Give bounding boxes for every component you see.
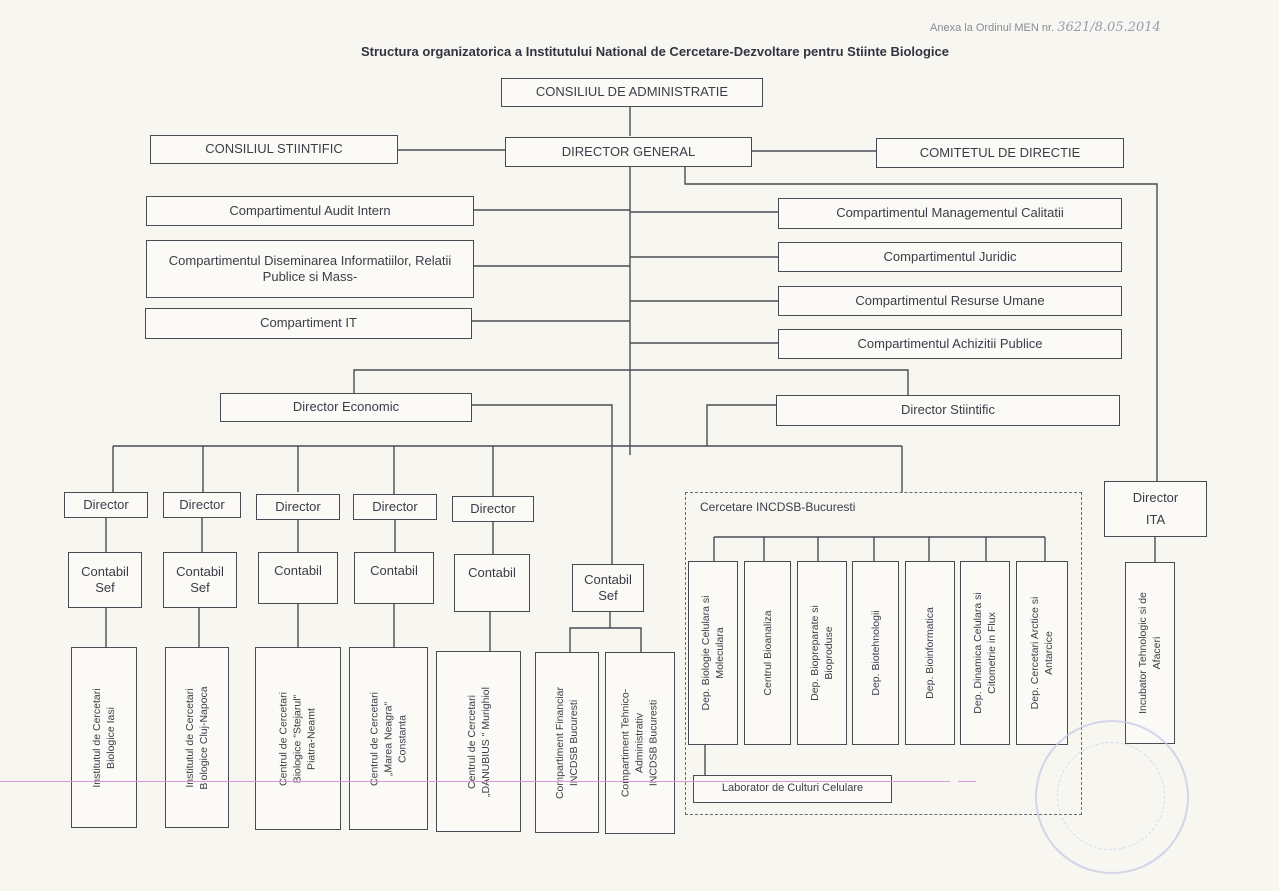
page-title: Structura organizatorica a Institutului …: [361, 44, 949, 59]
ita-director-unit: ITA: [1145, 512, 1166, 527]
branch-director-cluj: Director: [163, 492, 241, 518]
steering-committee: COMITETUL DE DIRECTIE: [876, 138, 1124, 168]
dept-it: Compartiment IT: [145, 308, 472, 339]
accountant-piatra-neamt: Contabil: [258, 552, 338, 604]
scientific-director: Director Stiintific: [776, 395, 1120, 426]
accountant-murighiol: Contabil: [454, 554, 530, 612]
director-general: DIRECTOR GENERAL: [505, 137, 752, 167]
unit-bucharest-technical: Compartiment Tehnico- Administrativ INCD…: [605, 652, 675, 834]
unit-cluj-label: Institutul de Cercetari Biologice Cluj-N…: [183, 685, 210, 790]
unit-incubator: Incubator Tehnologic si de Afaceri: [1125, 562, 1175, 744]
accountant-constanta: Contabil: [354, 552, 434, 604]
official-stamp: [1035, 720, 1189, 874]
dept-biotechnology: Dep. Biotehnologii: [852, 561, 899, 745]
lab-cell-cultures: Laborator de Culturi Celulare: [693, 775, 892, 803]
dept-human-resources: Compartimentul Resurse Umane: [778, 286, 1122, 316]
research-group-label: Cercetare INCDSB-Bucuresti: [700, 500, 856, 514]
unit-incubator-label: Incubator Tehnologic si de Afaceri: [1136, 592, 1163, 714]
annex-handwritten-number: 3621/8.05.2014: [1057, 20, 1161, 35]
ita-director: Director ITA: [1104, 481, 1207, 537]
unit-iasi-label: Institutul de Cercetari Biologice Iasi: [90, 687, 117, 788]
dept-arctic-research-label: Dep. Cercetari Arctice si Antarcice: [1028, 596, 1055, 710]
economic-director: Director Economic: [220, 393, 472, 422]
dept-cell-biology: Dep. Biologie Celulara si Moleculara: [688, 561, 738, 745]
accountant-iasi: Contabil Sef: [68, 552, 142, 608]
unit-piatra-neamt-label: Centrul de Cercetari Biologice "Stejarul…: [277, 691, 319, 786]
unit-murighiol-label: Centrul de Cercetari „DANUBIUS " Murighi…: [465, 686, 492, 797]
dept-public-procurement: Compartimentul Achizitii Publice: [778, 329, 1122, 359]
branch-director-constanta: Director: [353, 494, 437, 520]
dept-cell-dynamics: Dep. Dinamica Celulara si Citometrie in …: [960, 561, 1010, 745]
unit-bucharest-financial: Compartiment Financiar INCDSB Bucuresti: [535, 652, 599, 833]
board-of-administration: CONSILIUL DE ADMINISTRATIE: [501, 78, 763, 107]
branch-director-iasi: Director: [64, 492, 148, 518]
dept-quality-management: Compartimentul Managementul Calitatii: [778, 198, 1122, 229]
accountant-cluj: Contabil Sef: [163, 552, 237, 608]
accountant-bucharest: Contabil Sef: [572, 564, 644, 612]
branch-director-piatra-neamt: Director: [256, 494, 340, 520]
dept-bioinformatics: Dep. Bioinformatica: [905, 561, 955, 745]
unit-cluj: Institutul de Cercetari Biologice Cluj-N…: [165, 647, 229, 828]
dept-public-relations: Compartimentul Diseminarea Informatiilor…: [146, 240, 474, 298]
dept-bioanalysis-label: Centrul Bioanaliza: [761, 610, 774, 696]
unit-murighiol: Centrul de Cercetari „DANUBIUS " Murighi…: [436, 651, 521, 832]
scientific-council: CONSILIUL STIINTIFIC: [150, 135, 398, 164]
dept-bioinformatics-label: Dep. Bioinformatica: [923, 607, 936, 699]
dept-biopreparations: Dep. Biopreparate si Bioproduse: [797, 561, 847, 745]
branch-director-murighiol: Director: [452, 496, 534, 522]
unit-constanta: Centrul de Cercetari „Marea Neagra" Cons…: [349, 647, 428, 830]
dept-biopreparations-label: Dep. Biopreparate si Bioproduse: [808, 605, 835, 701]
dept-cell-biology-label: Dep. Biologie Celulara si Moleculara: [699, 595, 726, 711]
dept-arctic-research: Dep. Cercetari Arctice si Antarcice: [1016, 561, 1068, 745]
dept-bioanalysis: Centrul Bioanaliza: [744, 561, 791, 745]
scan-artifact-line: [0, 781, 950, 782]
unit-constanta-label: Centrul de Cercetari „Marea Neagra" Cons…: [368, 691, 409, 786]
scan-artifact-line-segment: [958, 781, 976, 782]
dept-internal-audit: Compartimentul Audit Intern: [146, 196, 474, 226]
unit-piatra-neamt: Centrul de Cercetari Biologice "Stejarul…: [255, 647, 341, 830]
unit-iasi: Institutul de Cercetari Biologice Iasi: [71, 647, 137, 828]
research-group-bucharest: [685, 492, 1082, 815]
dept-biotechnology-label: Dep. Biotehnologii: [869, 610, 882, 696]
annex-label: Anexa la Ordinul MEN nr.: [930, 22, 1055, 34]
dept-cell-dynamics-label: Dep. Dinamica Celulara si Citometrie in …: [971, 592, 998, 714]
ita-director-title: Director: [1132, 489, 1179, 505]
dept-legal: Compartimentul Juridic: [778, 242, 1122, 272]
official-stamp-inner-ring: [1057, 742, 1165, 850]
annex-reference: Anexa la Ordinul MEN nr. 3621/8.05.2014: [930, 20, 1250, 35]
